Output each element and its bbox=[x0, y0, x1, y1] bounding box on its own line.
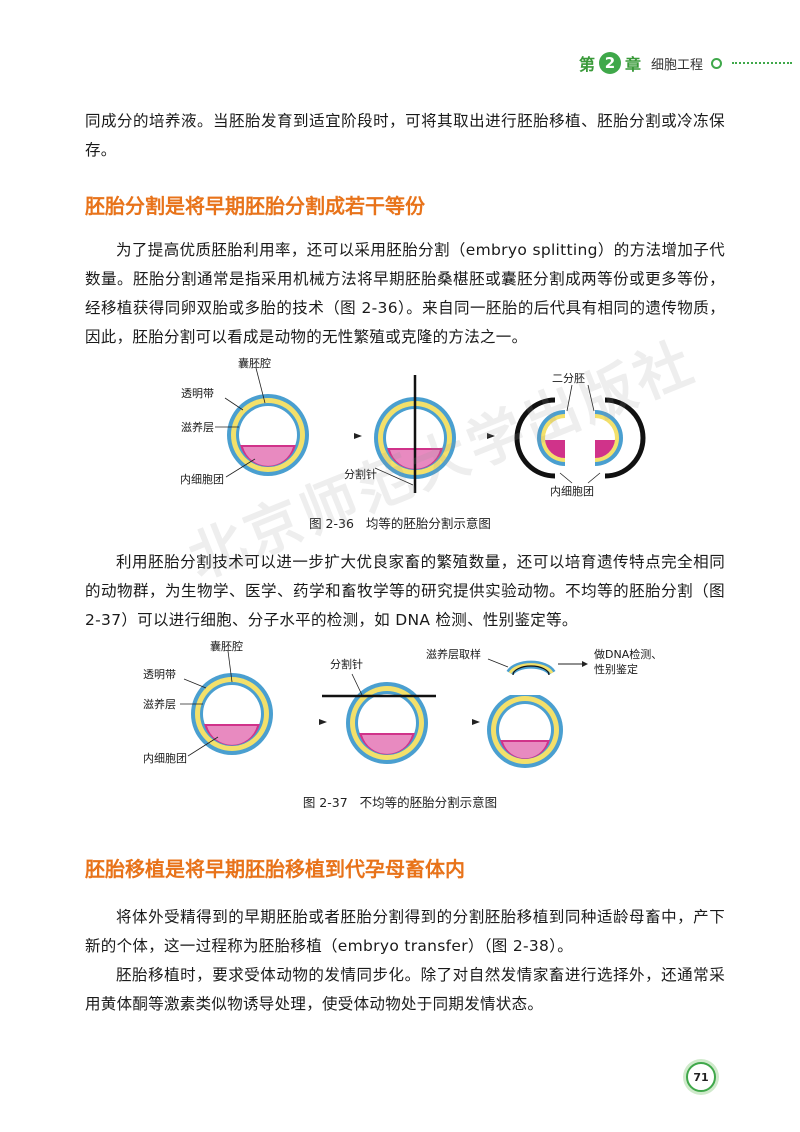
label-icm-1: 内细胞团 bbox=[180, 472, 224, 486]
chapter-prefix: 第 bbox=[578, 55, 595, 74]
page-number: 71 bbox=[686, 1062, 716, 1092]
chapter-number: 2 bbox=[598, 52, 621, 74]
label-needle-1: 分割针 bbox=[344, 467, 377, 481]
caption-2-36-text: 均等的胚胎分割示意图 bbox=[365, 516, 491, 531]
label-sample: 滋养层取样 bbox=[426, 647, 481, 661]
label-trophoblast-1: 滋养层 bbox=[181, 420, 214, 434]
transfer-paragraph-1: 将体外受精得到的早期胚胎或者胚胎分割得到的分割胚胎移植到同种适龄母畜中，产下新的… bbox=[85, 908, 725, 955]
blastocyst-3 bbox=[191, 673, 273, 755]
blastocyst-4 bbox=[346, 682, 428, 764]
header-ring-ornament bbox=[711, 57, 722, 69]
label-zona-3: 透明带 bbox=[143, 668, 176, 681]
chapter-title: 细胞工程 bbox=[650, 57, 703, 73]
splitting-paragraph: 为了提高优质胚胎利用率，还可以采用胚胎分割（embryo splitting）的… bbox=[85, 241, 725, 346]
caption-2-37-number: 图 2-37 bbox=[302, 795, 348, 810]
section-title-splitting: 胚胎分割是将早期胚胎分割成若干等份 bbox=[85, 194, 425, 218]
unequal-paragraph: 利用胚胎分割技术可以进一步扩大优良家畜的繁殖数量，还可以培育遗传特点完全相同的动… bbox=[85, 553, 725, 629]
half-embryo-right bbox=[595, 397, 646, 479]
half-embryo-left bbox=[514, 397, 565, 479]
blastocyst-1 bbox=[227, 394, 309, 476]
arrow-3 bbox=[319, 719, 327, 725]
arrow-1 bbox=[354, 433, 362, 439]
intro-paragraph: 同成分的培养液。当胚胎发育到适宜阶段时，可将其取出进行胚胎移植、胚胎分割或冷冻保… bbox=[85, 112, 725, 159]
caption-2-37-text: 不均等的胚胎分割示意图 bbox=[359, 795, 498, 810]
chapter-badge: 第 2 章 细胞工程 bbox=[579, 51, 792, 75]
arrow-4 bbox=[472, 719, 480, 725]
label-cavity-3: 囊胚腔 bbox=[210, 640, 243, 653]
arrow-5 bbox=[582, 661, 588, 667]
chapter-header: 第 2 章 细胞工程 bbox=[0, 52, 800, 74]
caption-2-37: 图 2-37 不均等的胚胎分割示意图 bbox=[0, 792, 800, 811]
figure-2-37: 囊胚腔 透明带 滋养层 内细胞团 分割针 滋养层取样 做DNA检测、 性别鉴定 bbox=[143, 640, 662, 768]
section-title-transfer: 胚胎移植是将早期胚胎移植到代孕母畜体内 bbox=[85, 857, 465, 881]
label-zona-1: 透明带 bbox=[181, 387, 214, 400]
figure-2-36: 囊胚腔 透明带 滋养层 内细胞团 分割针 二分胚 内细胞团 bbox=[180, 356, 646, 498]
arrow-2 bbox=[487, 433, 495, 439]
label-needle-2: 分割针 bbox=[330, 657, 363, 671]
label-trophoblast-3: 滋养层 bbox=[143, 697, 176, 711]
caption-2-36-number: 图 2-36 bbox=[309, 516, 354, 531]
blastocyst-5 bbox=[487, 690, 563, 768]
label-test-line2: 性别鉴定 bbox=[594, 662, 638, 676]
caption-2-36: 图 2-36 均等的胚胎分割示意图 bbox=[0, 513, 800, 532]
label-cavity-1: 囊胚腔 bbox=[238, 356, 271, 370]
chapter-suffix: 章 bbox=[624, 55, 641, 74]
trophoblast-sample bbox=[506, 660, 556, 676]
label-icm-2: 内细胞团 bbox=[550, 484, 594, 498]
transfer-paragraph-2: 胚胎移植时，要求受体动物的发情同步化。除了对自然发情家畜进行选择外，还通常采用黄… bbox=[85, 966, 725, 1013]
header-dotted-line bbox=[732, 62, 792, 64]
label-test-line1: 做DNA检测、 bbox=[594, 647, 662, 661]
label-twins: 二分胚 bbox=[552, 372, 585, 385]
label-icm-3: 内细胞团 bbox=[143, 751, 187, 765]
